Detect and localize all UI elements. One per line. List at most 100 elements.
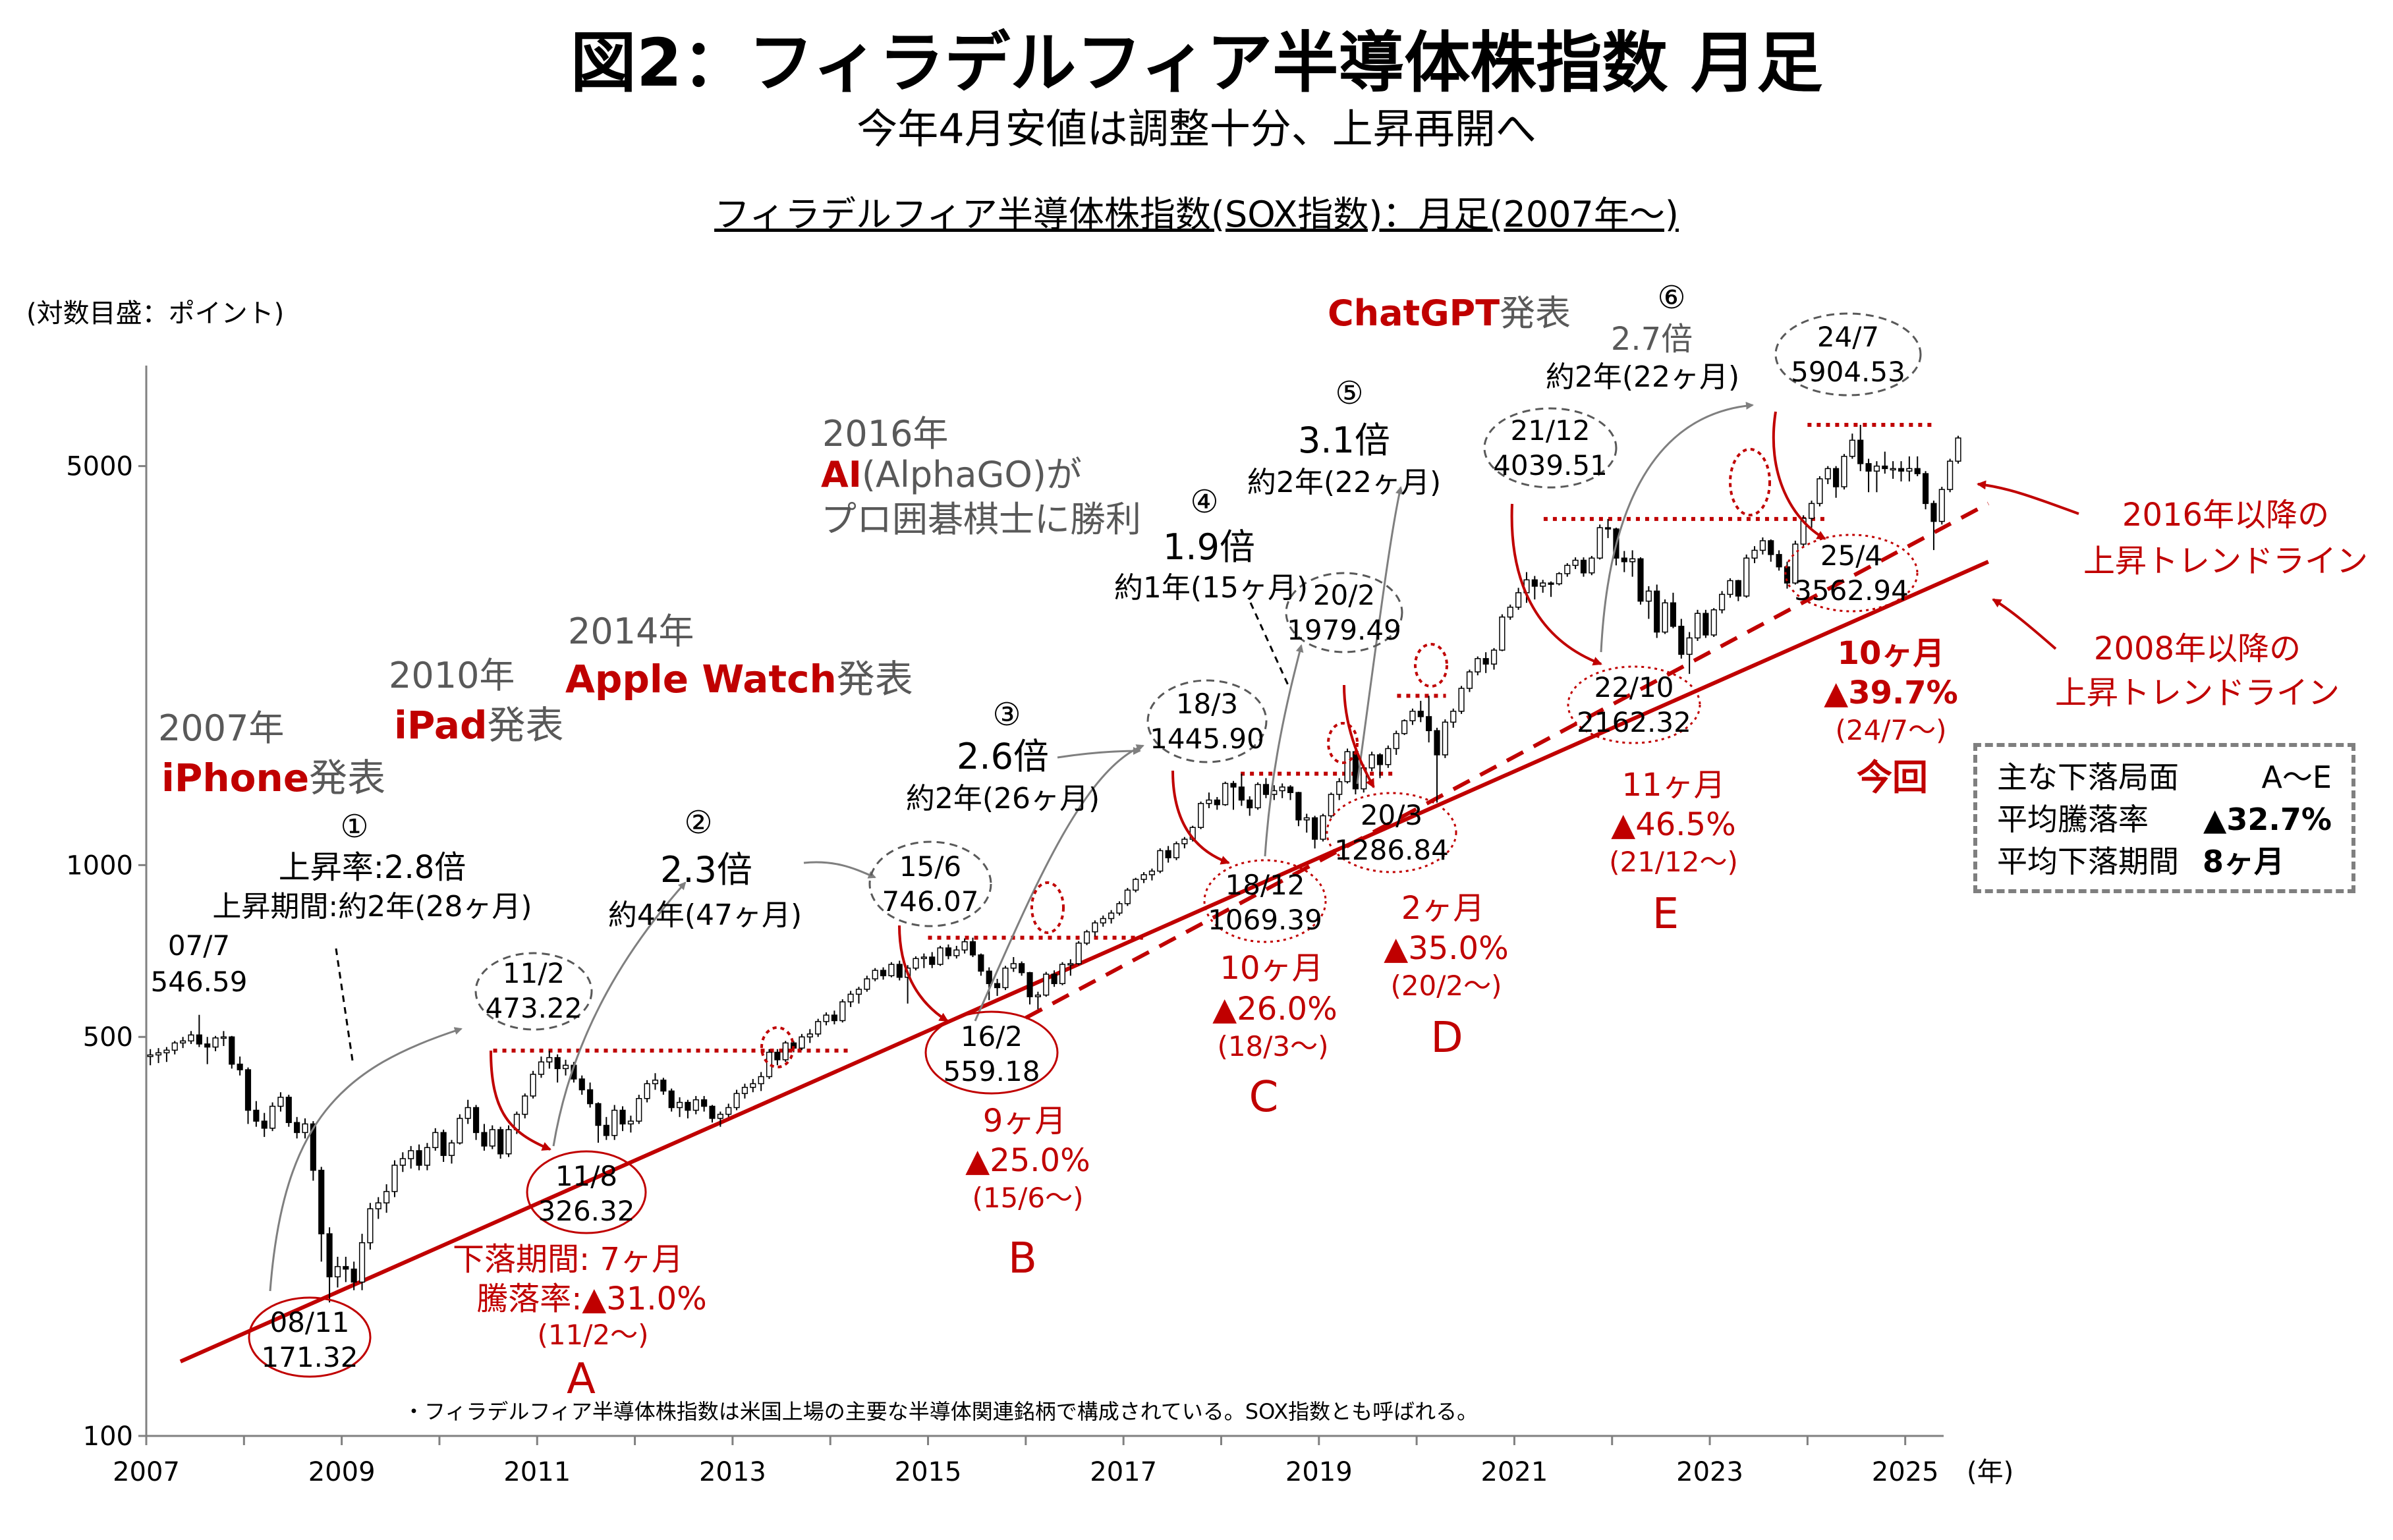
candle-body [253,1109,260,1122]
trend-2016-label-2: 上昇トレンドライン [2083,543,2369,580]
candle-body [188,1034,194,1042]
candle-body [1409,711,1416,721]
candle-body [603,1124,609,1136]
candle [489,1125,495,1149]
svg-text:171.32: 171.32 [262,1341,358,1373]
callout-ellipse-2002 [1285,572,1403,653]
candle-body [1808,503,1815,519]
candle [1930,501,1937,551]
candle [725,1103,732,1117]
svg-text:5904.53: 5904.53 [1791,356,1905,388]
candle [1002,966,1009,991]
candle [1165,846,1171,863]
candle [1019,961,1025,976]
candle-body [692,1099,699,1111]
candle-body [1572,559,1579,566]
candle-body [229,1036,235,1065]
rally-6-rate: 2.7倍 [1610,321,1693,358]
candle-body [1320,815,1326,840]
candle [546,1050,553,1069]
candle-body [155,1052,162,1056]
event-chatgpt-suffix: 発表 [1500,292,1571,334]
candle [913,956,919,971]
candle [920,953,927,968]
candle-body [1393,732,1399,750]
candle [1833,466,1840,498]
candle [212,1035,219,1051]
event-iphone-name: iPhone [161,756,310,800]
candle-body [358,1242,366,1283]
candle-body [1254,784,1261,809]
candle [1890,461,1896,479]
candle-body [1034,994,1041,997]
candle [994,979,1001,996]
candle-body [416,1150,422,1166]
candle-body [627,1120,634,1125]
candle-body [1401,720,1408,734]
candle [1857,425,1864,472]
candle [701,1095,708,1112]
candle [1214,797,1220,810]
candle [627,1115,634,1133]
candle-body [147,1054,154,1057]
candle [1507,604,1513,620]
callout-1108-date: 11/8 [555,1160,617,1192]
candle-body [1759,540,1766,551]
candle [1540,580,1546,593]
candle-body [1140,874,1147,880]
candle-body [1466,671,1473,689]
trend-2016-label-1: 2016年以降の [2122,497,2330,534]
candle-body [1092,922,1098,933]
candle-body [823,1014,830,1022]
summary-rate-value: ▲32.7% [2203,802,2332,837]
candle [1034,991,1041,1010]
callout-2003-date: 20/3 [1361,799,1422,831]
candle-body [969,941,976,956]
candle-body [1694,613,1701,639]
candle [440,1129,447,1163]
candle [595,1102,602,1143]
candle-body [310,1123,316,1171]
event-iphone-suffix: 発表 [309,756,386,800]
candle-body [1816,478,1823,505]
candle-body [554,1057,561,1070]
candle-body [774,1051,781,1060]
rally-2-period: 約4年(47ヶ月) [607,898,802,932]
trendlines [179,501,1990,1363]
callout-1108-value: 326.32 [538,1195,635,1227]
candle [1100,915,1106,927]
candle [1898,461,1905,481]
candle [1873,461,1880,493]
candle-body [1336,781,1343,795]
candle-body [522,1095,528,1115]
candle-body [1376,754,1384,765]
candle-body [244,1069,252,1111]
candle [888,962,895,977]
candle [937,945,943,966]
candle-body [399,1158,406,1166]
event-chatgpt: ChatGPT発表 [1328,292,1571,334]
decline-B-rate: ▲25.0% [965,1142,1090,1179]
candle-body [1515,592,1522,608]
decline-D-rate: ▲35.0% [1384,930,1509,967]
svg-text:11/2: 11/2 [503,957,565,989]
callout-ellipse-2112 [1483,407,1618,489]
candle [326,1227,333,1303]
callout-ellipse-1108 [526,1150,647,1234]
candle [1376,753,1384,779]
candle [1703,609,1709,638]
callout-0811-value: 171.32 [262,1341,358,1373]
callout-0707-value: 546.59 [151,966,248,998]
candle [750,1079,756,1093]
candle-body [1417,711,1424,717]
candle-body [1442,721,1448,756]
candle [986,967,992,1001]
callout-1102-value: 473.22 [486,992,582,1024]
candle [1254,782,1261,810]
candle-body [1206,799,1212,804]
candle-body [1857,439,1864,464]
callout-ellipse-1506 [868,840,992,927]
rally-arrow-4 [1264,644,1304,857]
callout-2002-date: 20/2 [1313,579,1375,611]
